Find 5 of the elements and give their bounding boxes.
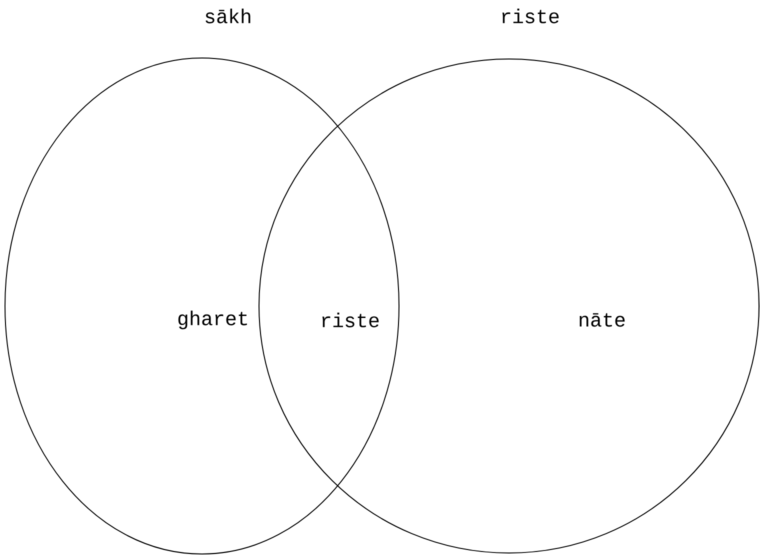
- region-label: riste: [322, 312, 379, 328]
- circle-heading: sākh: [206, 8, 250, 24]
- circle-heading: riste: [502, 8, 559, 24]
- region-label: gharet: [178, 310, 247, 330]
- region-label: nāte: [580, 313, 625, 327]
